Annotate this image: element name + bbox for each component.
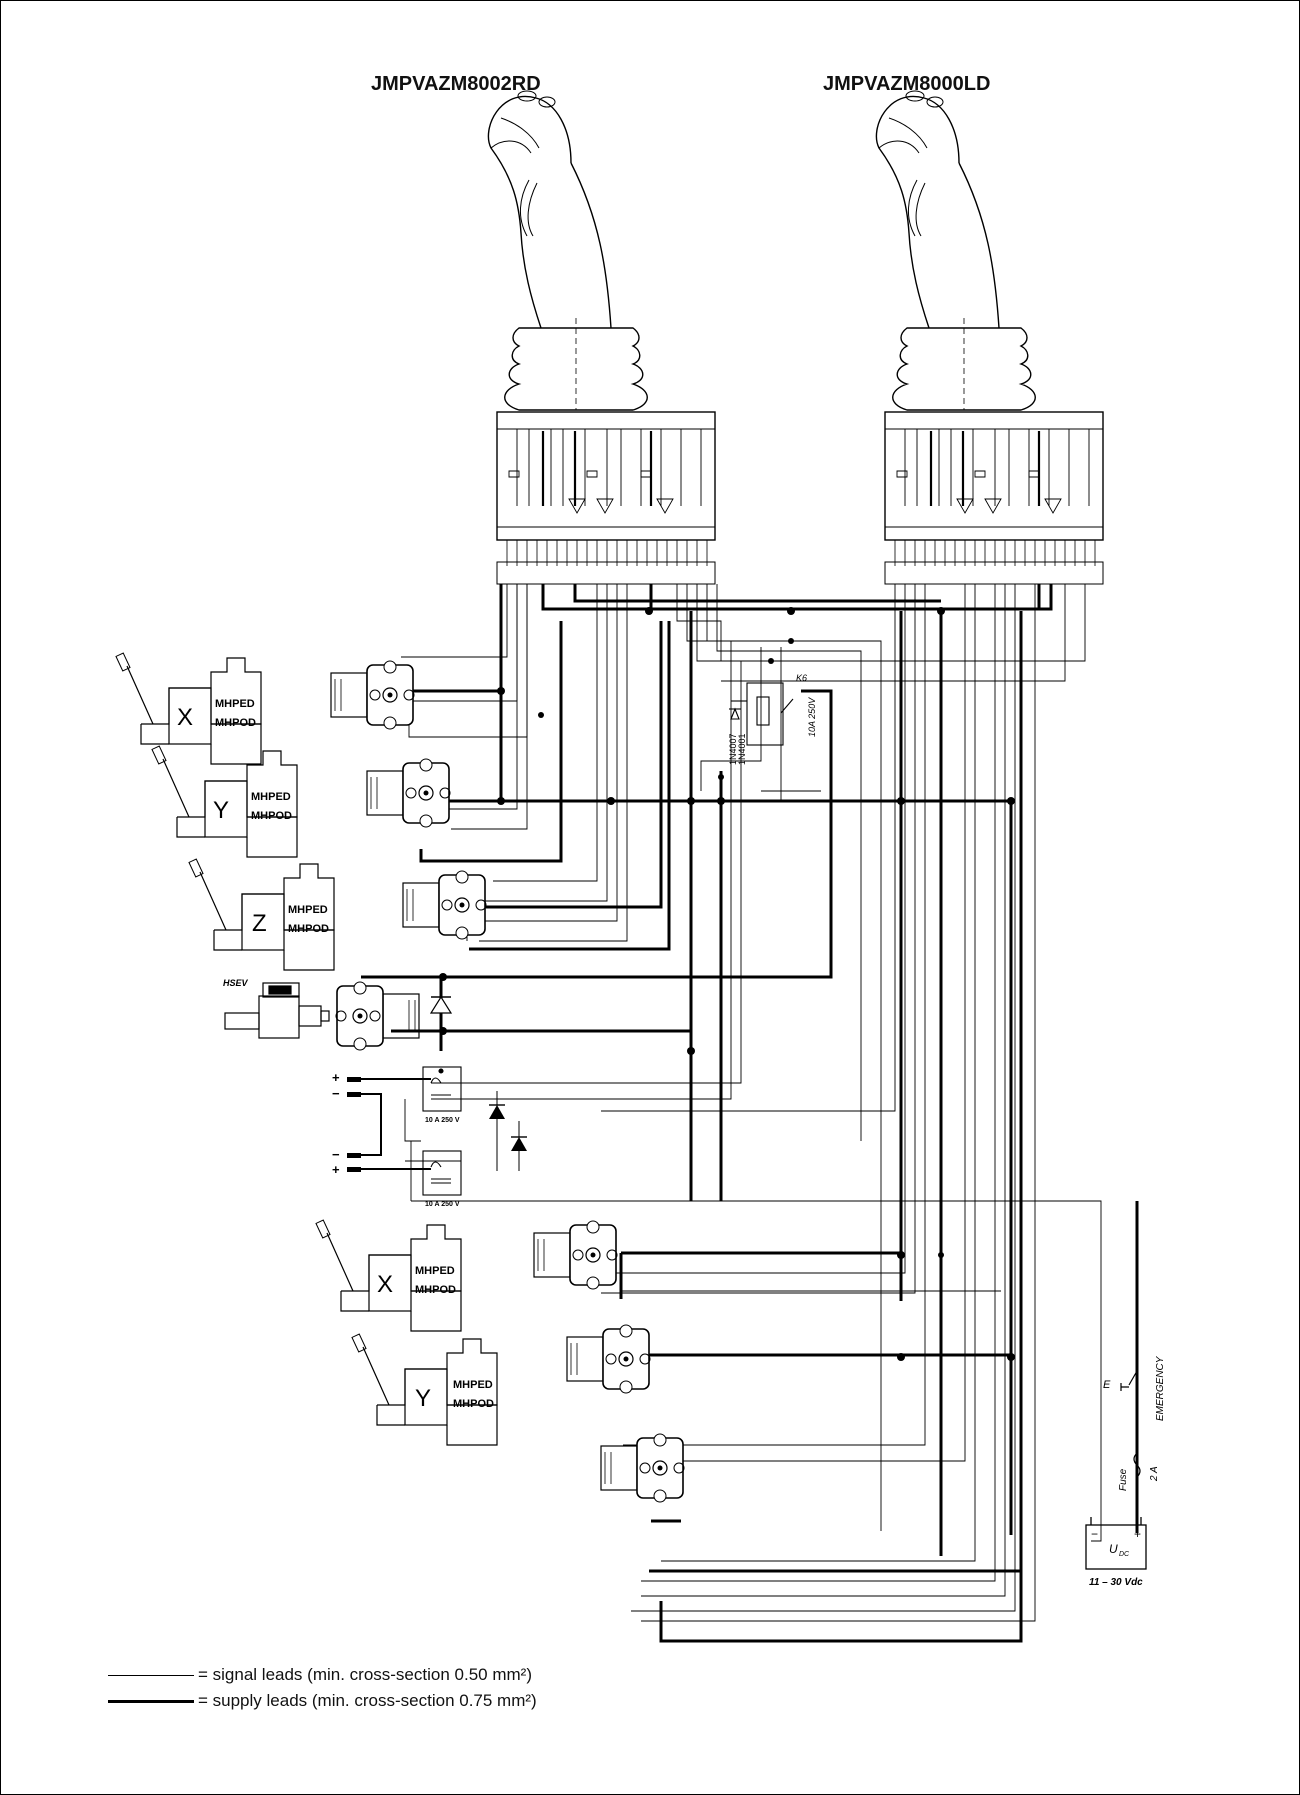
relay-lower	[422, 1150, 462, 1196]
legend-signal-row: = signal leads (min. cross-section 0.50 …	[108, 1665, 532, 1685]
valve-left-y-labels: MHPED MHPOD	[251, 788, 292, 826]
terminal-plus-2: +	[332, 1162, 340, 1177]
valve-right-x-letter: X	[377, 1271, 394, 1298]
k6-rating-label: 10A 250V	[807, 697, 817, 737]
valve-label-top: MHPED	[251, 791, 291, 803]
joystick-right-grip	[875, 90, 1036, 411]
joystick-left-grip	[487, 90, 648, 411]
emergency-switch	[1120, 1351, 1138, 1411]
valve-left-z-labels: MHPED MHPOD	[288, 901, 329, 939]
valve-label-bottom: MHPOD	[453, 1398, 494, 1410]
relay-k6	[729, 682, 794, 746]
supply-wires	[361, 584, 1139, 1643]
relay-diodes	[489, 1091, 527, 1171]
battery-u-label: U	[1109, 1542, 1118, 1556]
valve-left-z-letter: Z	[252, 910, 267, 937]
valve-label-top: MHPED	[415, 1265, 455, 1277]
pm-terminals	[347, 1077, 431, 1172]
relay-upper-rating: 10 A 250 V	[425, 1117, 460, 1124]
legend-supply-text: = supply leads (min. cross-section 0.75 …	[198, 1691, 537, 1710]
terminal-plus-1: +	[332, 1070, 340, 1085]
relay-upper	[422, 1066, 462, 1112]
fuse-label: Fuse	[1118, 1468, 1129, 1491]
connector-right-x	[533, 1220, 618, 1290]
valve-label-bottom: MHPOD	[288, 923, 329, 935]
valve-right-x-labels: MHPED MHPOD	[415, 1262, 456, 1300]
fuse-rating: 2 A	[1149, 1466, 1160, 1482]
hsev-valve	[224, 982, 330, 1039]
signal-wires	[401, 584, 1102, 1622]
connector-left-x	[330, 660, 415, 730]
connector-left-y	[366, 758, 451, 828]
emergency-e-label: E	[1103, 1379, 1111, 1391]
valve-left-x-letter: X	[177, 704, 194, 731]
connector-right-y	[566, 1324, 651, 1394]
valve-label-top: MHPED	[215, 698, 255, 710]
connector-left-z	[402, 870, 487, 940]
battery-range: 11 – 30 Vdc	[1089, 1577, 1143, 1588]
fuse-symbol	[1133, 1431, 1141, 1501]
legend-supply-row: = supply leads (min. cross-section 0.75 …	[108, 1691, 537, 1711]
hsev-diode	[429, 977, 453, 1031]
valve-left-y-letter: Y	[213, 797, 230, 824]
battery-minus: −	[1091, 1527, 1098, 1541]
valve-right-y-letter: Y	[415, 1385, 432, 1412]
relay-lower-rating: 10 A 250 V	[425, 1201, 460, 1208]
hsev-label: HSEV	[223, 978, 249, 988]
legend-signal-text: = signal leads (min. cross-section 0.50 …	[198, 1665, 532, 1684]
joystick-left-body	[496, 411, 716, 585]
valve-label-top: MHPED	[288, 904, 328, 916]
battery-plus: +	[1134, 1527, 1141, 1541]
connector-hsev	[335, 981, 420, 1051]
battery-dc-sub: DC	[1119, 1551, 1130, 1558]
valve-label-bottom: MHPOD	[415, 1284, 456, 1296]
legend-supply-line	[108, 1699, 194, 1703]
k6-diode-top-label: 1N4007	[728, 733, 738, 765]
joystick-right-title: JMPVAZM8000LD	[823, 73, 991, 95]
terminal-minus-1: −	[332, 1086, 340, 1101]
emergency-label: EMERGENCY	[1155, 1355, 1166, 1421]
terminal-minus-2: −	[332, 1147, 340, 1162]
valve-label-top: MHPED	[453, 1379, 493, 1391]
joystick-left-title: JMPVAZM8002RD	[371, 73, 541, 95]
connector-right-z	[600, 1433, 685, 1503]
joystick-right-body	[884, 411, 1104, 585]
junction-dots	[439, 607, 1015, 1361]
battery	[1085, 1517, 1147, 1570]
legend-signal-line	[108, 1674, 194, 1676]
k6-name-label: K6	[796, 673, 807, 683]
valve-left-x-labels: MHPED MHPOD	[215, 695, 256, 733]
valve-label-bottom: MHPOD	[215, 717, 256, 729]
valve-label-bottom: MHPOD	[251, 810, 292, 822]
valve-right-y-labels: MHPED MHPOD	[453, 1376, 494, 1414]
k6-diode-bottom-label: 1N4001	[737, 733, 747, 765]
